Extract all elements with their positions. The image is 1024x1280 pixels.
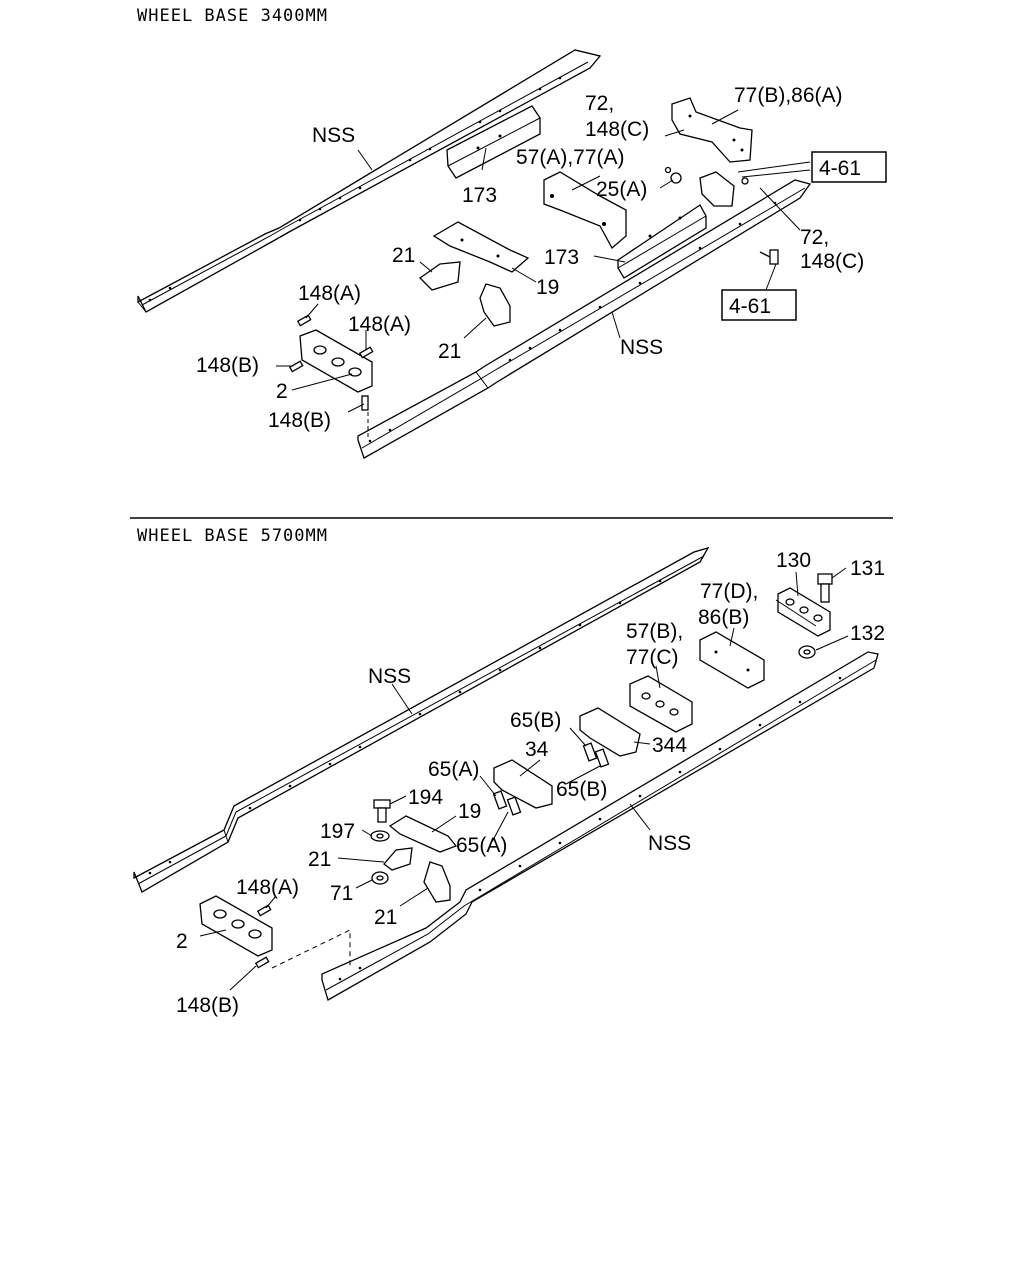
part-2-crossmember-top bbox=[299, 329, 373, 393]
label-72-upper: 72, bbox=[585, 92, 614, 115]
label-132: 132 bbox=[850, 622, 885, 645]
label-65a-2: 65(A) bbox=[456, 834, 507, 857]
part-148-studs-bottom bbox=[254, 904, 272, 969]
part-19-crossmember-bottom bbox=[388, 815, 458, 853]
label-nss-right-top: NSS bbox=[620, 336, 663, 359]
label-148a-1: 148(A) bbox=[298, 282, 361, 305]
label-19-top: 19 bbox=[536, 276, 559, 299]
part-2-crossmember-bottom bbox=[199, 895, 273, 957]
label-34: 34 bbox=[525, 738, 549, 761]
label-2-top: 2 bbox=[276, 380, 288, 403]
part-173-lower bbox=[617, 204, 707, 279]
part-344 bbox=[579, 707, 641, 757]
part-21-lower-bottom bbox=[423, 861, 451, 903]
label-148a-bottom: 148(A) bbox=[236, 876, 299, 899]
label-130: 130 bbox=[776, 549, 811, 572]
label-25a: 25(A) bbox=[596, 178, 647, 201]
label-77d: 77(D), bbox=[700, 580, 758, 603]
part-65-clips bbox=[492, 742, 610, 816]
label-148b-1: 148(B) bbox=[196, 354, 259, 377]
label-72-lower: 72, bbox=[800, 226, 829, 249]
label-344: 344 bbox=[652, 734, 687, 757]
leader-lines-bottom bbox=[199, 567, 849, 991]
part-77b-86a-crossmember bbox=[671, 97, 753, 163]
part-77d-86b bbox=[699, 631, 765, 689]
part-57a-77a-crossmember bbox=[543, 171, 627, 250]
part-132-nut bbox=[798, 645, 816, 659]
section-wheel-base-3400: WHEEL BASE 3400MM bbox=[137, 6, 887, 459]
part-131-bolt bbox=[817, 573, 833, 603]
ref-box-4-61-lower[interactable]: 4-61 bbox=[721, 289, 797, 321]
part-173-upper bbox=[446, 105, 541, 179]
part-194-bolt bbox=[373, 799, 391, 823]
label-148c-lower: 148(C) bbox=[800, 250, 864, 273]
left-side-rail-top bbox=[137, 49, 602, 313]
left-side-rail-bottom bbox=[133, 546, 710, 893]
section-title-3400: WHEEL BASE 3400MM bbox=[137, 6, 328, 26]
label-nss-left-bottom: NSS bbox=[368, 665, 411, 688]
label-65b-1: 65(B) bbox=[510, 709, 561, 732]
part-21-upper-bottom bbox=[383, 847, 413, 871]
part-148-studs-top bbox=[288, 314, 374, 411]
label-2-bottom: 2 bbox=[176, 930, 188, 953]
part-bolt-4-61 bbox=[759, 249, 779, 265]
label-57b: 57(B), bbox=[626, 620, 683, 643]
label-71: 71 bbox=[330, 882, 353, 905]
label-131: 131 bbox=[850, 557, 885, 580]
label-173-upper: 173 bbox=[462, 184, 497, 207]
section-wheel-base-5700: WHEEL BASE 5700MM bbox=[133, 526, 885, 1017]
part-34 bbox=[493, 759, 553, 809]
label-197: 197 bbox=[320, 820, 355, 843]
label-148b-2: 148(B) bbox=[268, 409, 331, 432]
label-77b-86a: 77(B),86(A) bbox=[734, 84, 843, 107]
ref-box-4-61-upper-label: 4-61 bbox=[819, 157, 861, 180]
label-77c: 77(C) bbox=[626, 646, 679, 669]
part-71-nut bbox=[371, 871, 389, 885]
label-148a-2: 148(A) bbox=[348, 313, 411, 336]
label-21-lower-bottom: 21 bbox=[374, 906, 397, 929]
label-148c-upper: 148(C) bbox=[585, 118, 649, 141]
label-nss-right-bottom: NSS bbox=[648, 832, 691, 855]
part-19-crossmember-top bbox=[432, 221, 530, 273]
part-21-upper bbox=[418, 261, 461, 291]
ref-box-4-61-upper[interactable]: 4-61 bbox=[811, 151, 887, 183]
label-21-lower: 21 bbox=[438, 340, 461, 363]
label-21-upper: 21 bbox=[392, 244, 415, 267]
label-57a-77a: 57(A),77(A) bbox=[516, 146, 625, 169]
label-194: 194 bbox=[408, 786, 443, 809]
ref-box-4-61-lower-label: 4-61 bbox=[729, 295, 771, 318]
section-title-5700: WHEEL BASE 5700MM bbox=[137, 526, 328, 546]
right-side-rail-top bbox=[357, 179, 812, 459]
label-nss-left-top: NSS bbox=[312, 124, 355, 147]
dash-guide-bottom bbox=[271, 929, 351, 969]
label-65b-2: 65(B) bbox=[556, 778, 607, 801]
part-57b-77c bbox=[629, 675, 693, 733]
label-148b-bottom: 148(B) bbox=[176, 994, 239, 1017]
part-130-bracket bbox=[777, 587, 831, 637]
part-bracket-near-4-61 bbox=[664, 166, 749, 207]
label-86b: 86(B) bbox=[698, 606, 749, 629]
leader-lines-top bbox=[276, 109, 811, 413]
label-173-lower: 173 bbox=[544, 246, 579, 269]
right-side-rail-bottom bbox=[321, 651, 879, 1001]
part-21-lower bbox=[479, 283, 511, 327]
label-21-upper-bottom: 21 bbox=[308, 848, 331, 871]
part-197-washer bbox=[370, 830, 390, 842]
label-19-bottom: 19 bbox=[458, 800, 481, 823]
label-65a-1: 65(A) bbox=[428, 758, 479, 781]
